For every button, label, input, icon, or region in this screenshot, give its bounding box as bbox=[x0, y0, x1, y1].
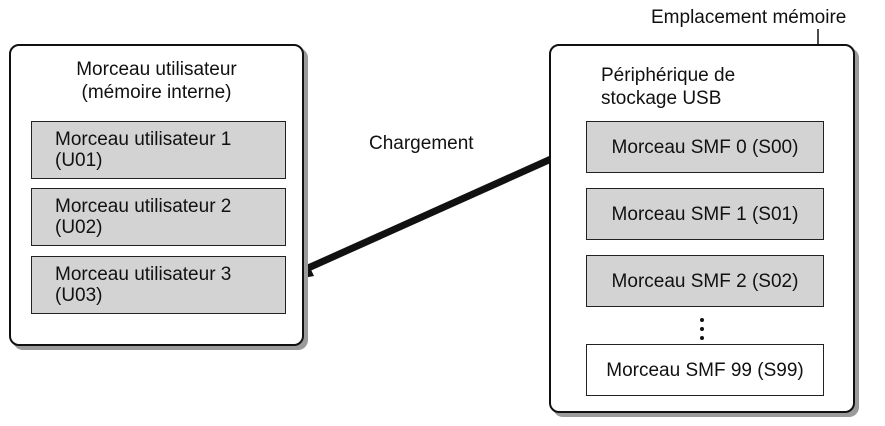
usb-storage-title: Périphérique de stockage USB bbox=[601, 64, 735, 110]
user-song-slot-u01-line2: (U01) bbox=[55, 150, 103, 171]
user-song-slot-u01-line1: Morceau utilisateur 1 bbox=[55, 129, 232, 150]
user-song-slot-u03-line2: (U03) bbox=[55, 285, 103, 306]
smf-song-slot-s00: Morceau SMF 0 (S00) bbox=[586, 121, 824, 173]
usb-storage-panel: Périphérique de stockage USB Morceau SMF… bbox=[549, 44, 855, 413]
internal-memory-title-line2: (mémoire interne) bbox=[81, 82, 232, 103]
usb-storage-title-line2: stockage USB bbox=[601, 88, 722, 109]
internal-memory-panel: Morceau utilisateur (mémoire interne) Mo… bbox=[9, 44, 304, 346]
loading-arrow-shaft bbox=[295, 142, 582, 277]
user-song-slot-u02-line1: Morceau utilisateur 2 bbox=[55, 196, 232, 217]
internal-memory-title: Morceau utilisateur (mémoire interne) bbox=[11, 58, 302, 104]
more-slots-ellipsis bbox=[698, 318, 706, 340]
user-song-slot-u02: Morceau utilisateur 2 (U02) bbox=[31, 188, 286, 246]
loading-label: Chargement bbox=[369, 133, 474, 154]
smf-song-slot-s02: Morceau SMF 2 (S02) bbox=[586, 255, 824, 307]
user-song-slot-u03-line1: Morceau utilisateur 3 bbox=[55, 264, 232, 285]
user-song-slot-u03: Morceau utilisateur 3 (U03) bbox=[31, 256, 286, 314]
user-song-slot-u02-line2: (U02) bbox=[55, 217, 103, 238]
smf-song-slot-s01: Morceau SMF 1 (S01) bbox=[586, 188, 824, 240]
memory-location-label: Emplacement mémoire bbox=[651, 7, 847, 28]
user-song-slot-u01: Morceau utilisateur 1 (U01) bbox=[31, 121, 286, 179]
smf-song-slot-s99: Morceau SMF 99 (S99) bbox=[586, 344, 824, 396]
usb-storage-title-line1: Périphérique de bbox=[601, 65, 736, 86]
internal-memory-title-line1: Morceau utilisateur bbox=[76, 59, 237, 80]
